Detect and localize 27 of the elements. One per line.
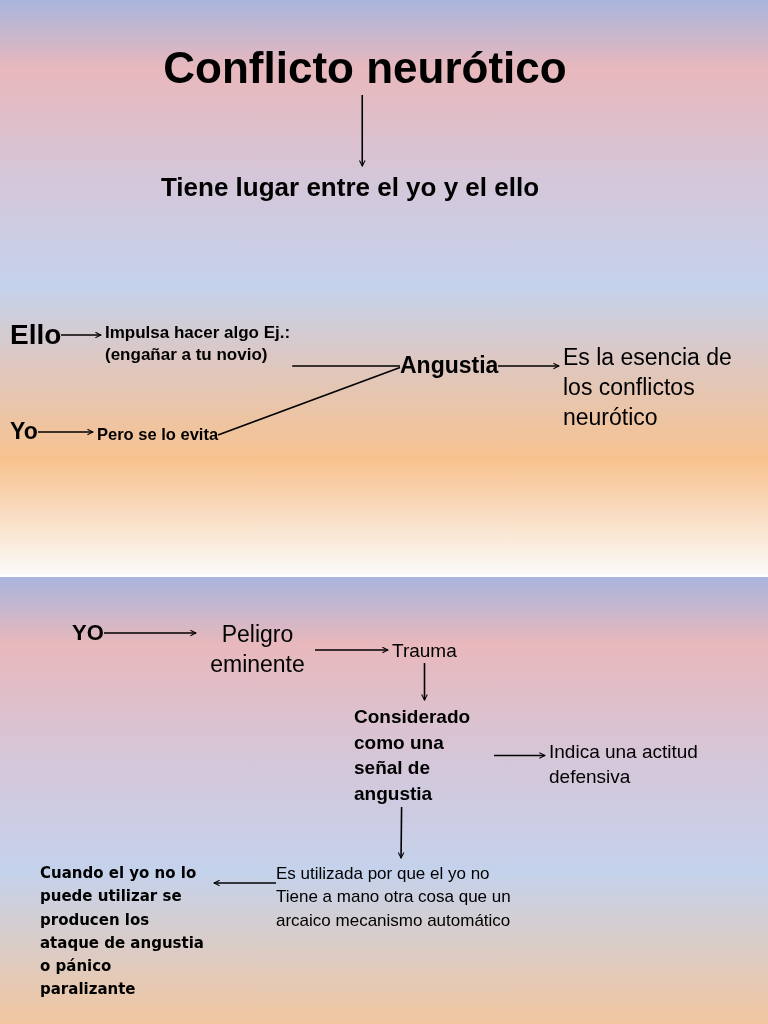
arrow: [497, 362, 560, 370]
node-text: Cuando el yo no lo puede utilizar se producen los ataque de angustia o pánico paralizante: [40, 862, 210, 1002]
connector-line: [291, 365, 401, 367]
node-text: Considerado como una señal de angustia: [354, 704, 494, 807]
node-text: Trauma: [392, 640, 457, 663]
arrow: [103, 629, 197, 637]
node-text: Ello: [10, 318, 62, 352]
arrow: [397, 806, 405, 859]
arrow: [358, 94, 366, 167]
node-text: Peligro eminente: [200, 620, 315, 680]
node-text: Pero se lo evita: [97, 425, 219, 445]
title-text: Conflicto neurótico: [90, 42, 640, 95]
connector-line: [217, 366, 401, 436]
node-text: Es utilizada por que el yo no Tiene a mano otra cosa que un arcaico mecanismo automático: [276, 862, 526, 933]
node-text: Impulsa hacer algo Ej.: (engañar a tu novio): [105, 322, 345, 367]
node-text: Angustia: [400, 352, 499, 380]
arrow: [493, 752, 546, 759]
arrow: [213, 879, 277, 887]
node-text: Es la esencia de los conflictos neurótico: [563, 343, 763, 433]
node-text: YO: [72, 620, 104, 647]
arrow: [421, 662, 428, 701]
arrow: [314, 646, 389, 654]
node-text: Indica una actitud defensiva: [549, 740, 739, 790]
node-text: Yo: [10, 418, 38, 446]
arrow: [37, 428, 94, 436]
node-text: Tiene lugar entre el yo y el ello: [160, 170, 540, 206]
arrow: [60, 331, 102, 339]
